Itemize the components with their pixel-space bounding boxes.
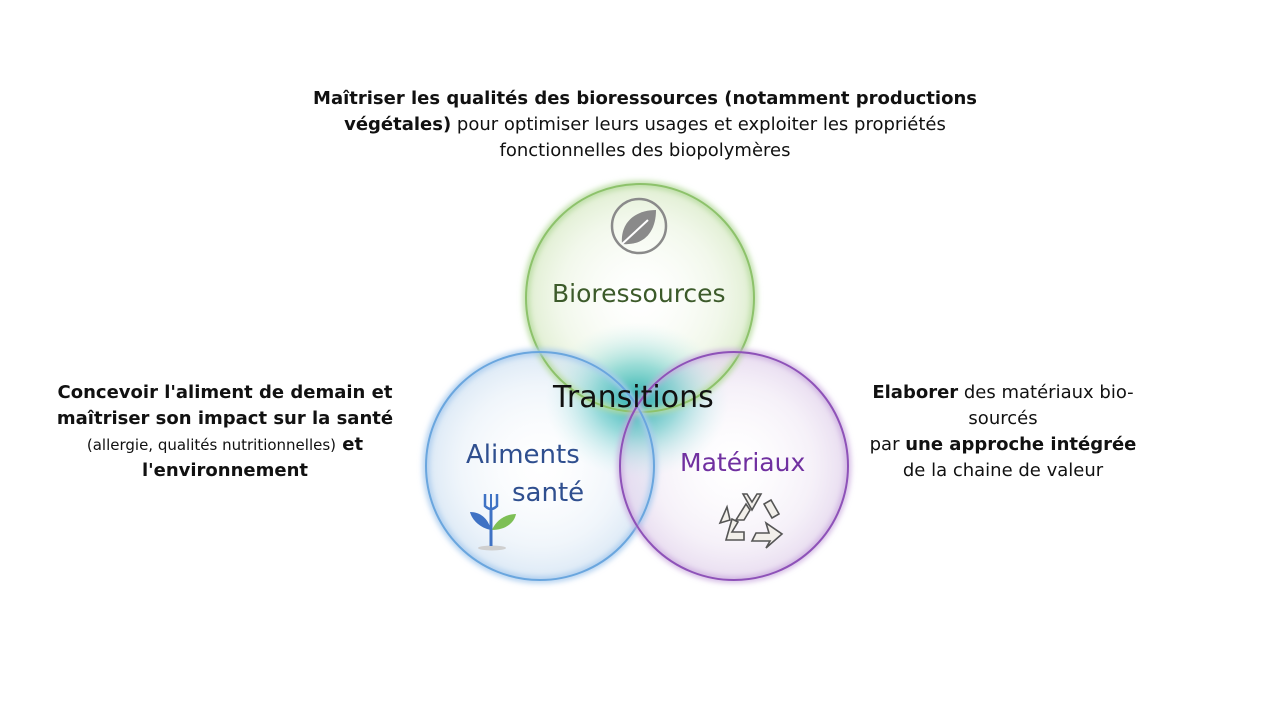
bioressources-description: Maîtriser les qualités des bioressources… (290, 86, 1000, 164)
sante-label: santé (512, 478, 585, 508)
materiaux-description-bold: Elaborer (872, 382, 959, 403)
aliments-description: Concevoir l'aliment de demain et maîtris… (40, 380, 410, 484)
transitions-label: Transitions (553, 380, 714, 415)
materiaux-label: Matériaux (680, 448, 806, 477)
leaf-icon (610, 197, 668, 255)
aliments-description-bold: Concevoir l'aliment de demain et maîtris… (56, 382, 394, 429)
materiaux-circle-outline (619, 351, 849, 581)
materiaux-description-normal-2: par (869, 434, 906, 455)
aliments-description-bold-2: et l'environnement (141, 434, 364, 481)
materiaux-description-normal: des matériaux bio-sourcés (958, 382, 1134, 429)
materiaux-description: Elaborer des matériaux bio-sourcés par un… (848, 380, 1158, 484)
aliments-circle-outline (425, 351, 655, 581)
aliments-description-small: (allergie, qualités nutritionnelles) (86, 436, 337, 454)
bioressources-description-bold: Maîtriser les qualités des bioressources… (313, 88, 977, 135)
aliments-label: Aliments (466, 440, 580, 470)
materiaux-description-bold-2: une approche intégrée (905, 434, 1137, 455)
recycle-icon (718, 493, 784, 549)
bioressources-description-normal: pour optimiser leurs usages et exploiter… (451, 114, 946, 161)
bioressources-label: Bioressources (552, 279, 726, 308)
materiaux-description-normal-3: de la chaine de valeur (902, 460, 1104, 481)
sprout-fork-icon (470, 494, 516, 551)
